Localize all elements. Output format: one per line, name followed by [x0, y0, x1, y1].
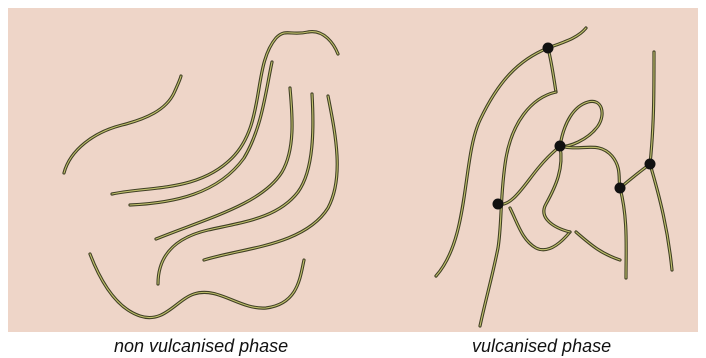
caption-non-vulcanised: non vulcanised phase	[114, 334, 288, 358]
crosslink-node	[645, 159, 656, 170]
crosslink-node	[493, 199, 504, 210]
panel-background	[8, 8, 698, 332]
diagram-panel	[8, 8, 698, 332]
caption-vulcanised: vulcanised phase	[472, 334, 611, 358]
crosslink-node	[555, 141, 566, 152]
polymer-chains-diagram	[8, 8, 698, 332]
crosslink-node	[615, 183, 626, 194]
crosslink-node	[543, 43, 554, 54]
